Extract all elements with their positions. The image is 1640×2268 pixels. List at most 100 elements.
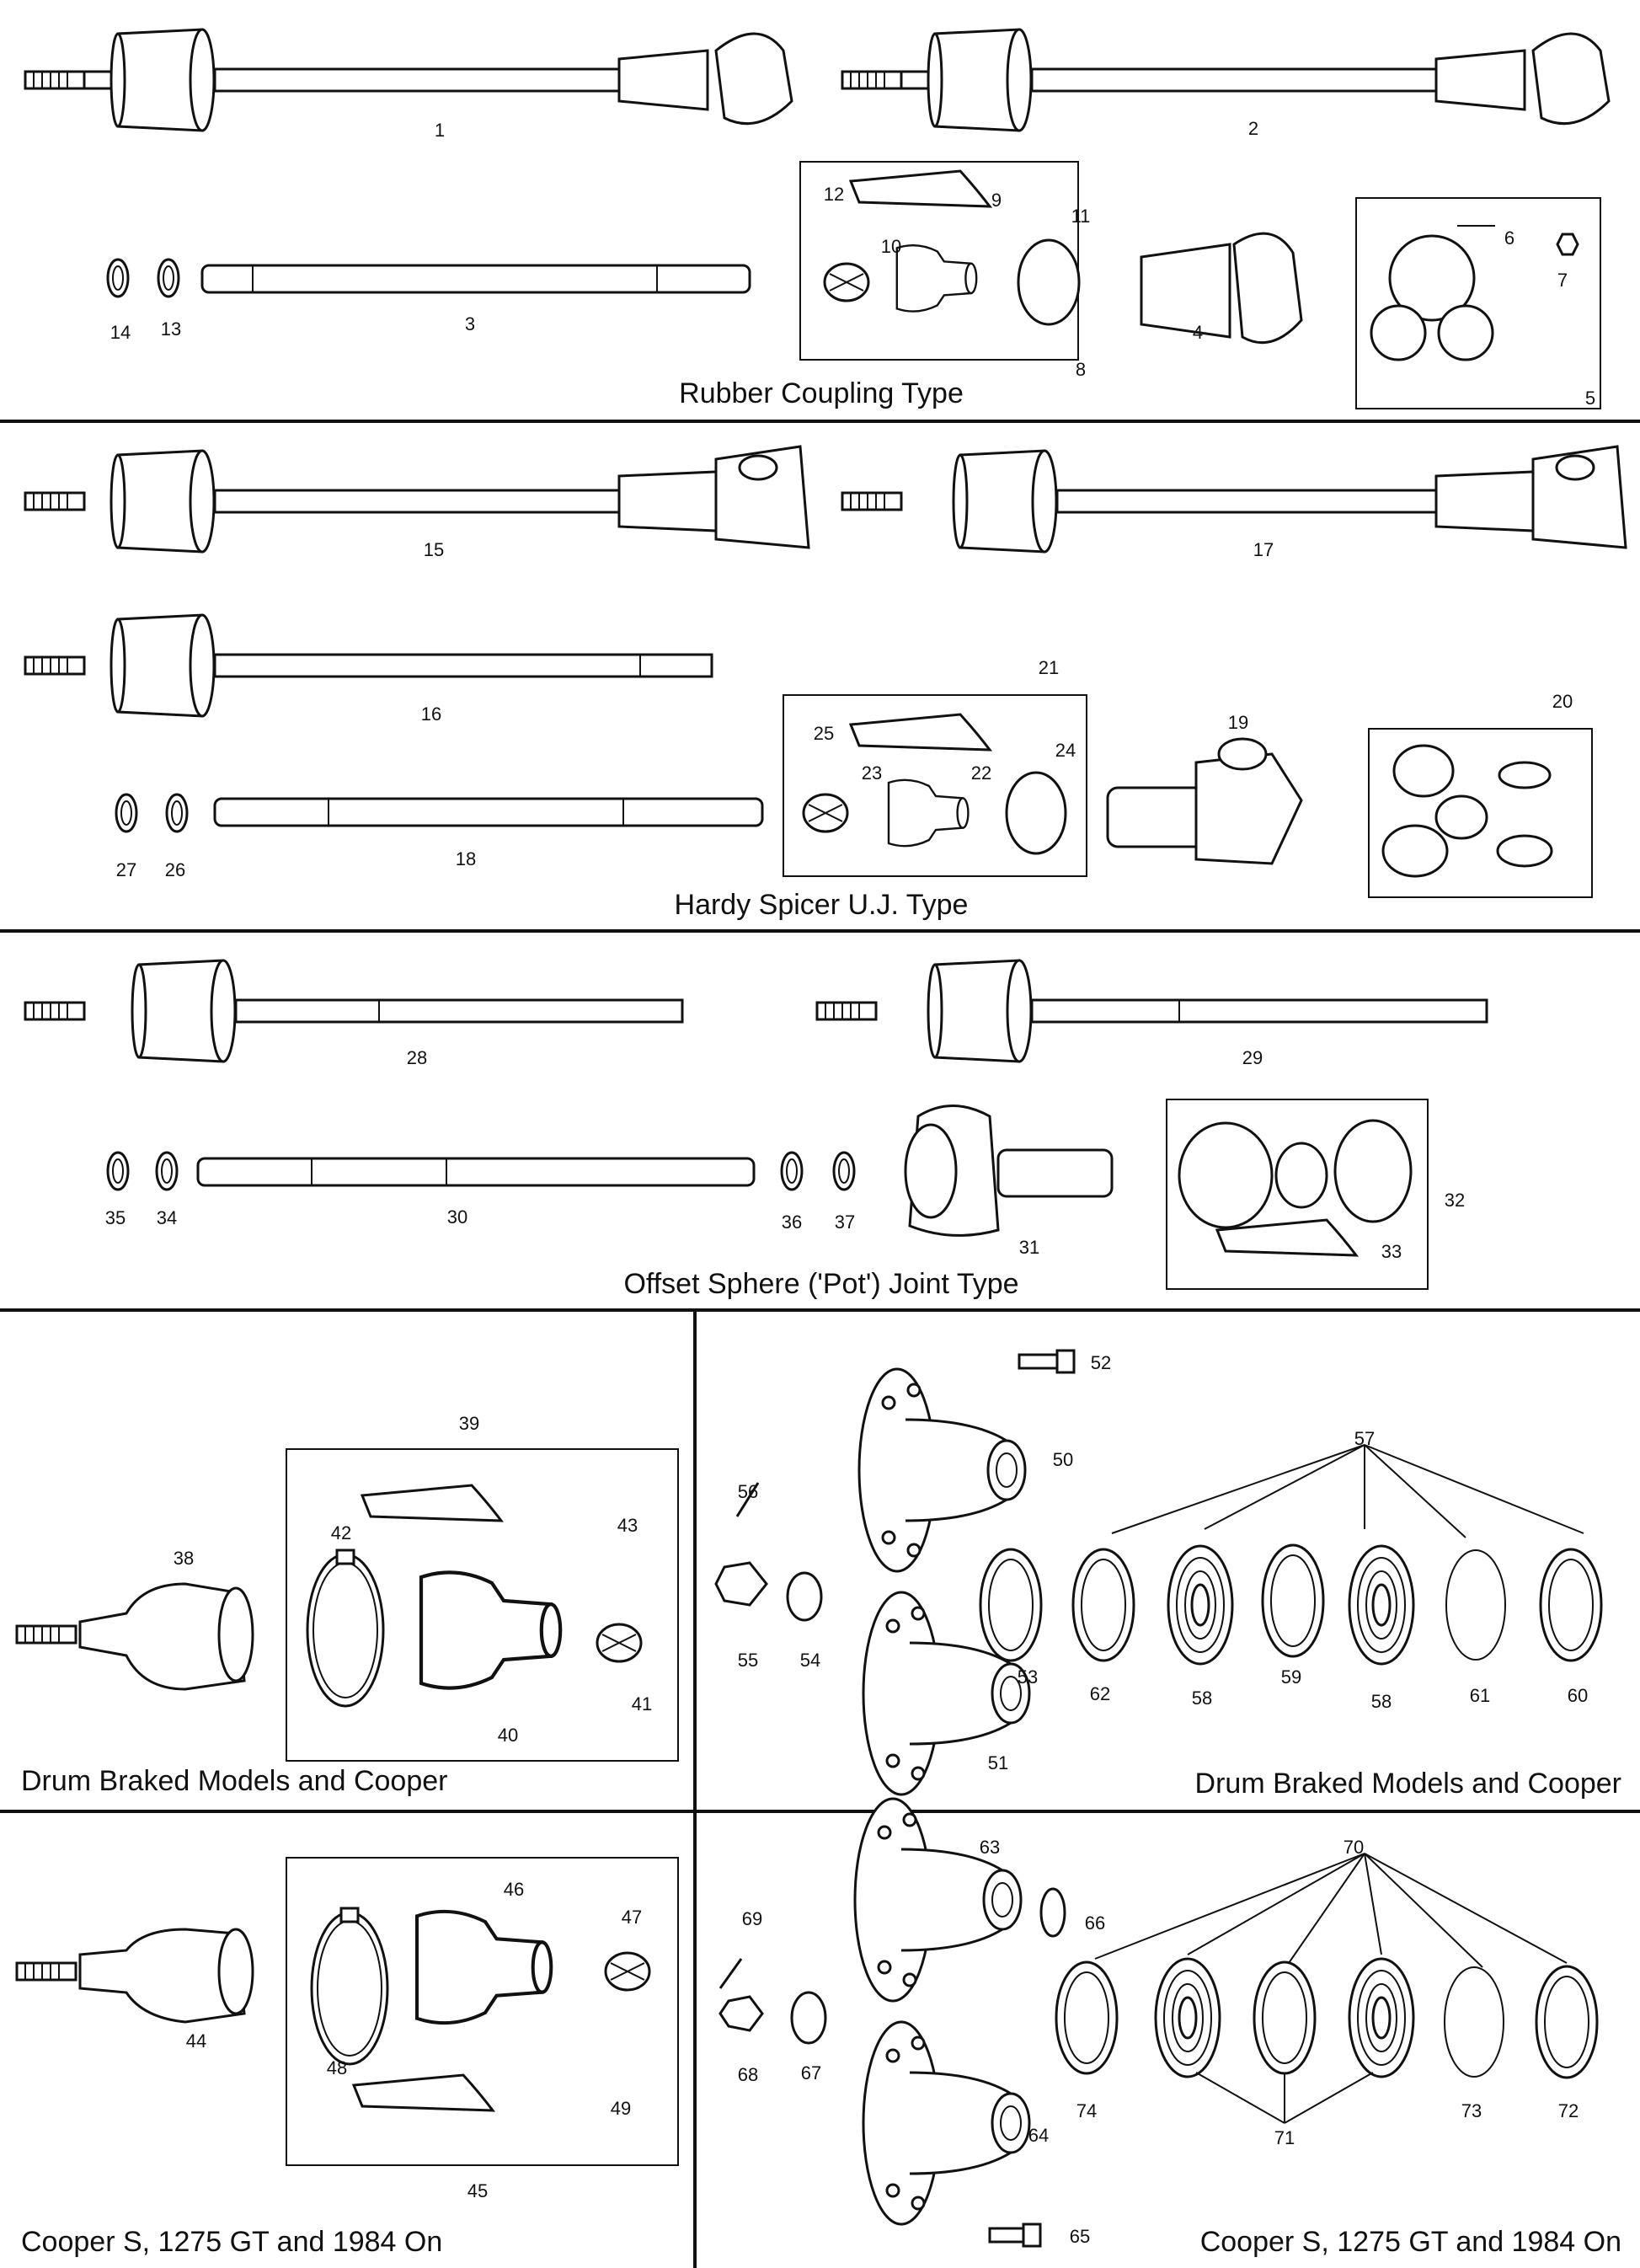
label-13: 13: [161, 318, 181, 340]
label-27: 27: [116, 859, 136, 880]
label-4: 4: [1193, 322, 1203, 343]
yoke-4: [1140, 232, 1303, 345]
label-61: 61: [1470, 1685, 1490, 1706]
hub-63: [853, 1797, 1023, 2003]
label-66: 66: [1085, 1912, 1105, 1934]
nut-7: [1556, 233, 1579, 256]
grease-sachet-43: [361, 1484, 503, 1522]
label-3: 3: [465, 313, 475, 334]
nut-68: [719, 1995, 764, 2032]
circlip-13: [157, 258, 180, 298]
label-57: 57: [1354, 1428, 1375, 1449]
label-49: 49: [611, 2098, 631, 2119]
driveshaft-17: [841, 445, 1627, 554]
label-31: 31: [1019, 1237, 1039, 1258]
driveshaft-2: [841, 28, 1611, 132]
clip-48: [310, 1907, 389, 2066]
label-1: 1: [435, 120, 445, 141]
caption-cooper-right: Cooper S, 1275 GT and 1984 On: [1200, 2226, 1621, 2258]
seal-74: [1055, 1960, 1119, 2075]
label-46: 46: [504, 1879, 524, 1900]
seal-72: [1535, 1965, 1599, 2079]
label-44: 44: [186, 2030, 206, 2051]
label-34: 34: [157, 1207, 177, 1228]
label-51: 51: [988, 1752, 1008, 1773]
label-30: 30: [447, 1206, 467, 1228]
label-19: 19: [1228, 712, 1248, 733]
clip-24: [1005, 771, 1067, 855]
washer-54: [786, 1571, 823, 1622]
label-53: 53: [1018, 1666, 1038, 1688]
circlip-35: [106, 1151, 130, 1191]
label-73: 73: [1461, 2100, 1482, 2121]
leaders-57: [1111, 1444, 1584, 1538]
label-43: 43: [617, 1515, 638, 1536]
label-40: 40: [498, 1725, 518, 1746]
label-54: 54: [800, 1650, 820, 1671]
label-9: 9: [991, 190, 1002, 211]
label-68: 68: [738, 2064, 758, 2085]
label-32: 32: [1445, 1190, 1465, 1211]
label-37: 37: [835, 1212, 855, 1233]
label-63: 63: [980, 1837, 1000, 1858]
boot-46: [417, 1912, 551, 2023]
shaft-30: [196, 1157, 756, 1187]
pot-kit-32: [1178, 1119, 1413, 1229]
seal-60: [1539, 1548, 1603, 1662]
nut-55: [714, 1561, 768, 1607]
cv-joint-38: [15, 1582, 254, 1691]
label-28: 28: [407, 1047, 427, 1068]
circlip-36: [780, 1151, 804, 1191]
kit-box-39: [286, 1448, 679, 1762]
label-5: 5: [1585, 388, 1595, 409]
seal-62: [1071, 1548, 1135, 1662]
leaders-71: [1195, 2072, 1374, 2124]
spider-6: [1370, 225, 1495, 361]
shaft-3: [200, 264, 751, 294]
bearing-71b: [1348, 1957, 1415, 2078]
label-15: 15: [424, 539, 444, 560]
driveshaft-15: [24, 445, 810, 554]
label-71: 71: [1274, 2127, 1295, 2148]
caption-drum-right: Drum Braked Models and Cooper: [1195, 1768, 1621, 1800]
label-55: 55: [738, 1650, 758, 1671]
label-50: 50: [1053, 1449, 1073, 1470]
leaders-70: [1094, 1853, 1568, 1968]
clip-11: [1017, 238, 1081, 326]
boot-22: [887, 778, 970, 848]
driveshaft-16: [24, 613, 713, 718]
label-58b: 58: [1371, 1691, 1392, 1712]
label-2: 2: [1248, 118, 1258, 139]
clip-10: [823, 262, 870, 302]
label-25: 25: [814, 723, 834, 744]
split-pin-69: [719, 1958, 743, 1989]
spacer-71: [1253, 1960, 1317, 2075]
boot-40: [421, 1572, 560, 1688]
label-69: 69: [742, 1908, 762, 1929]
label-29: 29: [1242, 1047, 1263, 1068]
kit-box-8: [799, 161, 1079, 361]
spacer-59: [1261, 1543, 1325, 1658]
caption-offset-sphere: Offset Sphere ('Pot') Joint Type: [623, 1268, 1018, 1300]
circlip-14: [106, 258, 130, 298]
caption-cooper-left: Cooper S, 1275 GT and 1984 On: [21, 2226, 442, 2258]
label-35: 35: [105, 1207, 126, 1228]
driveshaft-28: [24, 959, 684, 1063]
label-72: 72: [1558, 2100, 1579, 2121]
bolt-65: [988, 2223, 1042, 2248]
circlip-26: [165, 793, 189, 833]
cv-joint-44: [15, 1928, 254, 2024]
shim-61: [1445, 1549, 1506, 1661]
shaft-18: [213, 797, 764, 827]
grease-sachet-25: [849, 713, 991, 752]
circlip-27: [115, 793, 138, 833]
yoke-19: [1106, 737, 1303, 865]
label-48: 48: [327, 2057, 347, 2078]
label-42: 42: [331, 1522, 351, 1543]
circlip-37: [832, 1151, 856, 1191]
label-41: 41: [632, 1693, 652, 1714]
label-22: 22: [971, 762, 991, 784]
label-10: 10: [881, 236, 901, 257]
grease-sachet-12: [849, 169, 991, 208]
label-26: 26: [165, 859, 185, 880]
